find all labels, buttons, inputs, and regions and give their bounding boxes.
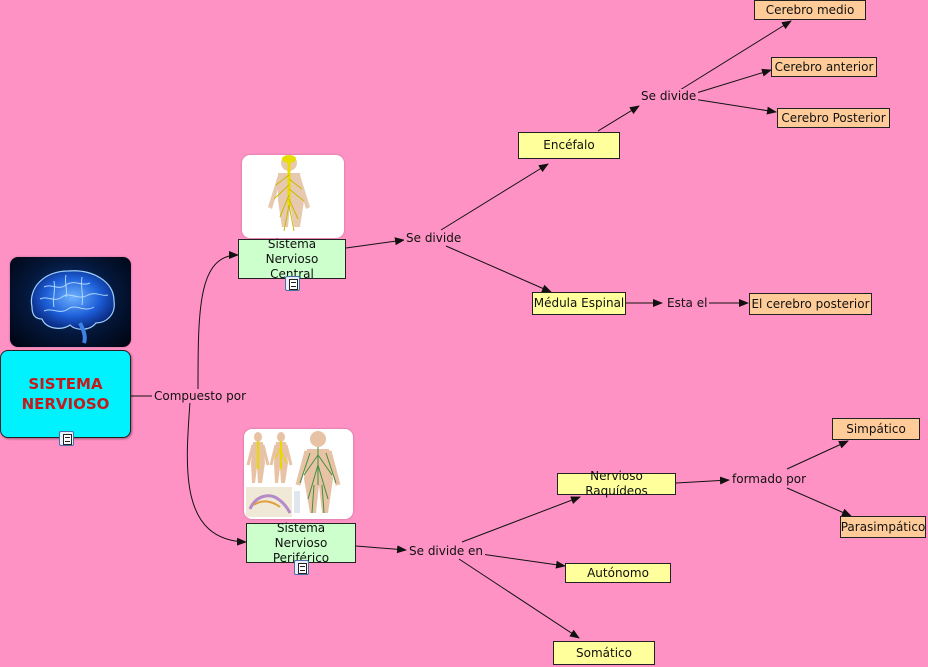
note-icon[interactable] bbox=[294, 560, 309, 575]
link-label-se-divide: Se divide bbox=[639, 89, 699, 103]
link-sedivide-cerebro-medio bbox=[679, 20, 792, 91]
link-formado-simpatico bbox=[786, 440, 849, 470]
node-autonomo[interactable]: Autónomo bbox=[565, 563, 671, 583]
node-cerebro-anterior[interactable]: Cerebro anterior bbox=[771, 57, 877, 77]
link-sedividen-somatico bbox=[458, 558, 580, 639]
link-label-esta-el: Esta el bbox=[665, 296, 710, 310]
node-encefalo[interactable]: Encéfalo bbox=[518, 132, 620, 159]
node-label: Cerebro medio bbox=[765, 2, 855, 17]
link-label-formado-por: formado por bbox=[730, 472, 808, 486]
link-compuesto-central bbox=[197, 251, 239, 391]
root-title: SISTEMA NERVIOSO bbox=[21, 375, 110, 413]
link-sedivide-cerebro-posterior bbox=[692, 98, 777, 115]
link-sedividen-autonomo bbox=[473, 552, 566, 569]
node-medula-espinal[interactable]: Médula Espinal bbox=[532, 292, 626, 315]
root-node[interactable]: SISTEMA NERVIOSO bbox=[0, 350, 131, 438]
node-label: Médula Espinal bbox=[533, 296, 625, 310]
node-label: Encéfalo bbox=[543, 138, 595, 152]
human-body-icon bbox=[268, 155, 310, 232]
peripheral-nervous-system-figure bbox=[244, 429, 353, 519]
node-label: Nervioso Raquídeos bbox=[585, 469, 648, 498]
node-label: Simpático bbox=[846, 421, 906, 436]
anatomy-chart-icon bbox=[246, 431, 341, 517]
node-el-cerebro-posterior[interactable]: El cerebro posterior bbox=[749, 293, 872, 315]
note-icon[interactable] bbox=[285, 276, 300, 291]
link-compuesto-periferico bbox=[186, 401, 247, 546]
link-sedivide-medula bbox=[445, 245, 552, 293]
node-label: Sistema Nervioso Central bbox=[265, 236, 319, 281]
node-cerebro-posterior[interactable]: Cerebro Posterior bbox=[777, 108, 890, 128]
link-sedividen-raquideos bbox=[461, 496, 581, 543]
link-raquideos-formado bbox=[675, 476, 730, 485]
node-label: Cerebro anterior bbox=[774, 59, 874, 74]
node-sistema-nervioso-central[interactable]: Sistema Nervioso Central bbox=[238, 236, 346, 281]
link-label-compuesto-por: Compuesto por bbox=[152, 389, 249, 403]
link-label-se-divide: Se divide bbox=[404, 231, 464, 245]
node-somatico[interactable]: Somático bbox=[553, 641, 655, 665]
link-label-se-divide-en: Se divide en bbox=[407, 544, 486, 558]
central-nervous-system-figure bbox=[242, 155, 344, 238]
node-label: Autónomo bbox=[587, 565, 649, 580]
link-formado-parasimpatico bbox=[786, 487, 852, 517]
brain-icon bbox=[30, 270, 115, 344]
node-sistema-nervioso-periferico[interactable]: Sistema Nervioso Periférico bbox=[246, 520, 356, 565]
link-periferico-sedividen bbox=[355, 545, 407, 554]
node-nervioso-raquideos[interactable]: Nervioso Raquídeos bbox=[557, 469, 676, 498]
note-icon[interactable] bbox=[59, 431, 74, 446]
link-sedivide-cerebro-anterior bbox=[692, 68, 772, 95]
node-label: Sistema Nervioso Periférico bbox=[272, 520, 330, 565]
link-encefalo-sedivide bbox=[597, 105, 640, 132]
link-central-sedivide bbox=[345, 237, 405, 249]
node-label: Somático bbox=[576, 645, 632, 660]
node-label: El cerebro posterior bbox=[751, 296, 870, 311]
node-simpatico[interactable]: Simpático bbox=[832, 418, 920, 440]
brain-image bbox=[10, 257, 131, 347]
node-label: Cerebro Posterior bbox=[781, 110, 886, 125]
link-sedivide-encefalo bbox=[440, 163, 549, 231]
node-cerebro-medio[interactable]: Cerebro medio bbox=[754, 0, 866, 20]
node-parasimpatico[interactable]: Parasimpático bbox=[840, 516, 926, 538]
node-label: Parasimpático bbox=[840, 519, 926, 534]
